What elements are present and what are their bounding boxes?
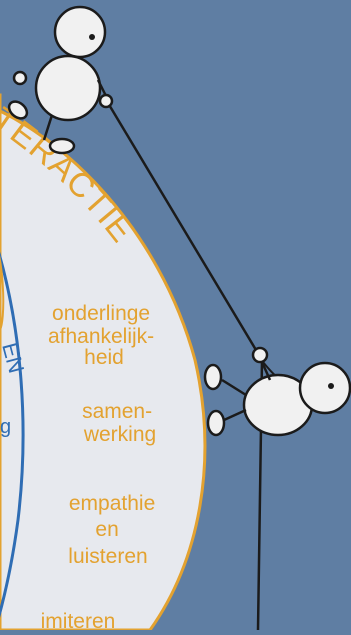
figure-foot (208, 411, 224, 435)
item-line: empathie (69, 492, 155, 515)
figure-foot (50, 139, 74, 153)
stick-figure-climbing (205, 348, 350, 435)
item-line: samen- (82, 400, 152, 423)
figure-hand (100, 95, 112, 107)
item-line: onderlinge (52, 302, 150, 325)
item-line: heid (84, 346, 124, 369)
figure-body (36, 56, 100, 120)
figure-hand-back (14, 72, 26, 84)
figure-hand (253, 348, 267, 362)
figure-foot (205, 365, 221, 389)
figure-eye (328, 383, 334, 389)
figure-head (55, 7, 105, 57)
item-samenwerking: samen- werking (82, 400, 158, 446)
inner-text-fragment: g (0, 416, 11, 438)
item-imiteren: imiteren (41, 610, 116, 630)
item-line: afhankelijk- (48, 325, 154, 348)
item-line: luisteren (68, 545, 147, 568)
figure-leg (222, 380, 246, 420)
item-line: en (95, 518, 118, 541)
figure-head (300, 363, 350, 413)
figure-eye (89, 34, 95, 40)
item-line: werking (83, 423, 156, 446)
